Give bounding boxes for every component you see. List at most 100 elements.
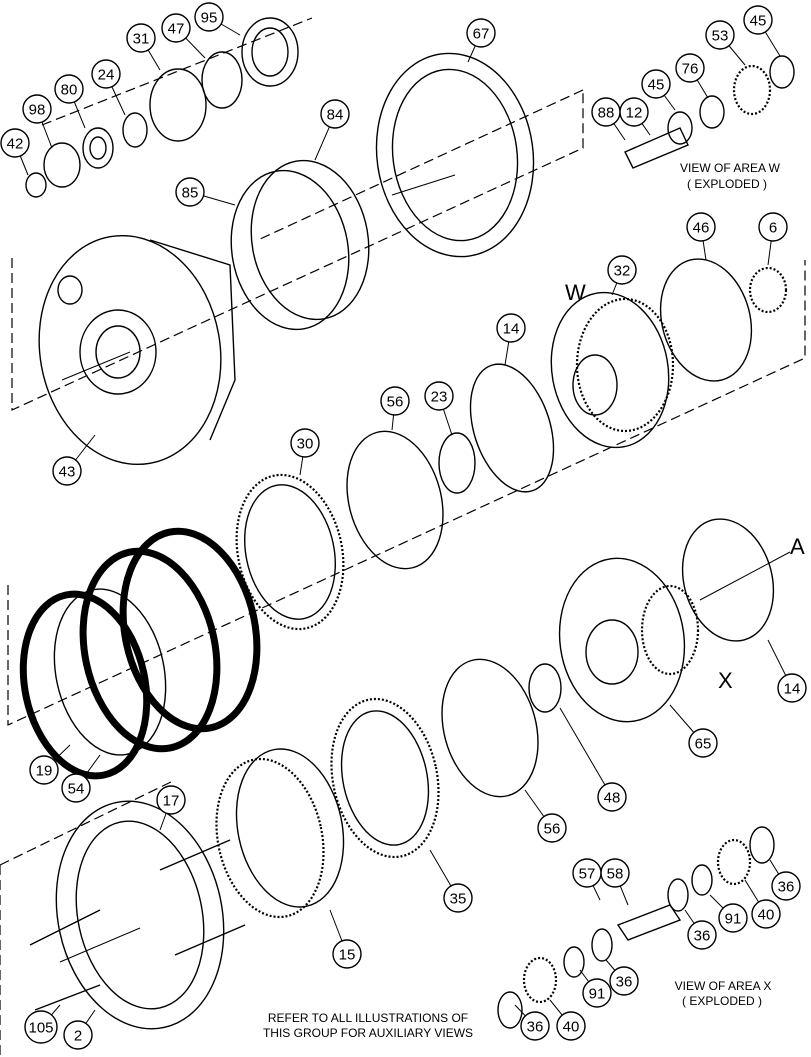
callout-circle bbox=[91, 59, 121, 89]
callout-circle bbox=[743, 5, 773, 35]
callout-45b: 45 bbox=[641, 69, 671, 99]
callout-number: 91 bbox=[589, 986, 606, 1003]
leader-48 bbox=[559, 707, 613, 798]
callout-53: 53 bbox=[705, 20, 735, 50]
callout-number: 40 bbox=[563, 1019, 580, 1036]
callout-95: 95 bbox=[194, 2, 224, 32]
callout-number: 40 bbox=[758, 907, 775, 924]
callout-number: 31 bbox=[133, 31, 150, 48]
callout-number: 24 bbox=[98, 67, 115, 84]
callout-circle bbox=[194, 2, 224, 32]
group-boundaries bbox=[0, 17, 806, 1057]
area-w-parts bbox=[346, 258, 788, 570]
callout-76: 76 bbox=[675, 53, 705, 83]
clutch-pack bbox=[19, 473, 345, 780]
callout-2: 2 bbox=[63, 1020, 93, 1050]
callout-circle bbox=[466, 18, 496, 48]
callout-number: 105 bbox=[28, 1020, 53, 1037]
callout-circle bbox=[609, 966, 639, 996]
part-31-ring bbox=[149, 68, 207, 142]
callout-number: 36 bbox=[778, 879, 795, 896]
callout-number: 19 bbox=[36, 763, 53, 780]
callout-32: 32 bbox=[607, 255, 637, 285]
callout-circle bbox=[758, 212, 788, 242]
callout-circle bbox=[556, 1011, 586, 1041]
callout-circle bbox=[24, 1010, 58, 1044]
callout-23: 23 bbox=[424, 381, 454, 411]
callout-number: 14 bbox=[503, 321, 520, 338]
callout-number: 15 bbox=[339, 947, 356, 964]
callout-56b: 56 bbox=[537, 813, 567, 843]
callout-circle bbox=[537, 813, 567, 843]
part-91b-bearing bbox=[691, 864, 713, 896]
callout-number: 2 bbox=[74, 1028, 82, 1045]
callout-number: 67 bbox=[473, 26, 490, 43]
callout-65: 65 bbox=[688, 728, 718, 758]
callout-number: 84 bbox=[327, 107, 344, 124]
callout-circle bbox=[61, 773, 91, 803]
callout-35: 35 bbox=[443, 883, 473, 913]
callout-circle bbox=[126, 23, 156, 53]
part-85-ring bbox=[230, 169, 350, 331]
callout-number: 36 bbox=[616, 974, 633, 991]
callout-54: 54 bbox=[61, 773, 91, 803]
callout-circle bbox=[424, 381, 454, 411]
seal-rings bbox=[230, 52, 535, 331]
callout-46: 46 bbox=[686, 212, 716, 242]
callout-number: 6 bbox=[769, 220, 777, 237]
callout-circle bbox=[54, 74, 84, 104]
callout-number: 46 bbox=[693, 220, 710, 237]
callout-number: 57 bbox=[579, 866, 596, 883]
callout-circle bbox=[777, 673, 807, 703]
part-80-bearing bbox=[82, 127, 114, 169]
area-letter-x: X bbox=[718, 668, 733, 693]
callout-31: 31 bbox=[126, 23, 156, 53]
callout-14b: 14 bbox=[777, 673, 807, 703]
area-x-exploded bbox=[497, 826, 775, 1029]
part-36a-washer bbox=[497, 991, 523, 1029]
lower-drums bbox=[29, 697, 440, 1030]
callout-number: 91 bbox=[725, 911, 742, 928]
area-letter-a: A bbox=[790, 534, 805, 559]
callout-circle bbox=[751, 899, 781, 929]
part-23-ring bbox=[438, 432, 476, 494]
part-76-bearing bbox=[699, 95, 725, 129]
part-53-gear bbox=[732, 64, 772, 116]
part-98-ring bbox=[43, 142, 81, 188]
part-48-ring bbox=[528, 663, 562, 713]
callout-85: 85 bbox=[175, 177, 205, 207]
callout-number: 53 bbox=[712, 28, 729, 45]
callout-circle bbox=[0, 128, 30, 158]
callout-15: 15 bbox=[332, 939, 362, 969]
callout-circle bbox=[380, 386, 410, 416]
callout-circle bbox=[582, 978, 612, 1008]
callout-67: 67 bbox=[466, 18, 496, 48]
callout-number: 80 bbox=[61, 82, 78, 99]
callout-number: 12 bbox=[626, 105, 643, 122]
caption-view-x-line2: ( EXPLODED ) bbox=[682, 994, 762, 1008]
callout-number: 36 bbox=[527, 1019, 544, 1036]
callout-91a: 91 bbox=[582, 978, 612, 1008]
callout-number: 35 bbox=[450, 891, 467, 908]
part-30-ring-gear bbox=[235, 473, 345, 631]
callout-circle bbox=[175, 177, 205, 207]
part-45b-washer bbox=[667, 111, 693, 145]
callout-91b: 91 bbox=[718, 903, 748, 933]
callout-circle bbox=[686, 212, 716, 242]
callout-circle bbox=[156, 785, 186, 815]
callout-circle bbox=[705, 20, 735, 50]
callout-circle bbox=[688, 728, 718, 758]
caption-view-x-line1: VIEW OF AREA X bbox=[675, 979, 772, 993]
part-43-housing bbox=[38, 234, 236, 466]
part-65-carrier bbox=[558, 557, 686, 723]
part-17-plate bbox=[55, 800, 225, 1030]
callout-6: 6 bbox=[758, 212, 788, 242]
callout-number: 17 bbox=[163, 793, 180, 810]
callout-circle bbox=[718, 903, 748, 933]
part-36c-washer bbox=[667, 878, 689, 912]
callout-circle bbox=[675, 53, 705, 83]
callout-circle bbox=[619, 97, 649, 127]
callout-circle bbox=[22, 94, 52, 124]
callout-43: 43 bbox=[52, 456, 82, 486]
callout-number: 56 bbox=[387, 394, 404, 411]
